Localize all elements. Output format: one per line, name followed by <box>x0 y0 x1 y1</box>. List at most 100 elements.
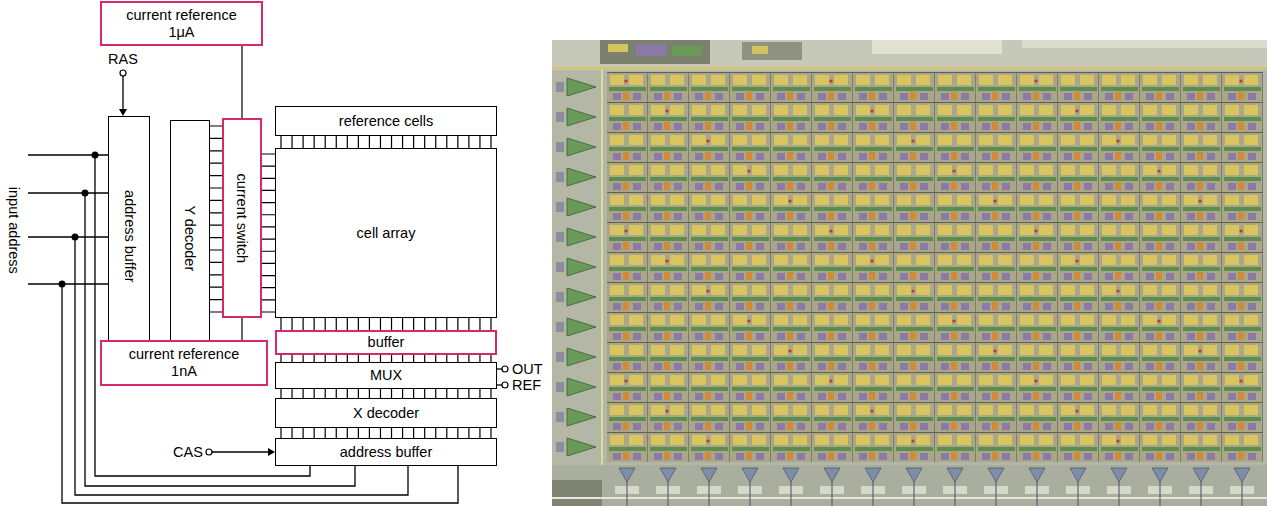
cell-diffusion <box>1125 213 1133 220</box>
memory-cell <box>1181 312 1222 342</box>
cell-metal <box>998 135 1012 145</box>
memory-cell <box>689 432 730 462</box>
cell-metal <box>1020 165 1034 175</box>
cell-poly <box>650 357 687 361</box>
cell-divider <box>975 72 976 102</box>
cell-diffusion <box>1146 273 1154 280</box>
cell-divider <box>729 102 730 132</box>
memory-cell <box>1181 372 1222 402</box>
cell-ground <box>730 72 771 102</box>
cell-metal <box>1225 105 1239 115</box>
cell-contact <box>664 332 670 340</box>
cell-poly <box>1101 177 1138 181</box>
memory-cell <box>853 402 894 432</box>
cell-diffusion <box>1187 333 1195 340</box>
cell-contact <box>1033 272 1039 280</box>
cell-metal <box>998 285 1012 295</box>
cell-poly <box>978 177 1015 181</box>
cell-contact <box>623 332 629 340</box>
cell-metal <box>733 375 747 385</box>
memory-cell <box>1181 162 1222 192</box>
cell-ground <box>1017 192 1058 222</box>
cell-metal <box>815 315 829 325</box>
cell-diffusion <box>1002 423 1010 430</box>
cell-metal <box>651 195 665 205</box>
cell-metal <box>815 405 829 415</box>
cell-ground <box>648 312 689 342</box>
cell-contact <box>870 409 873 412</box>
cell-diffusion <box>613 273 621 280</box>
cell-ground <box>1222 222 1263 252</box>
cell-metal <box>733 105 747 115</box>
cell-poly <box>732 357 769 361</box>
cell-metal <box>1061 165 1075 175</box>
cell-diffusion <box>1084 123 1092 130</box>
cell-metal <box>1143 75 1157 85</box>
cell-diffusion <box>879 243 887 250</box>
memory-cell <box>1222 132 1263 162</box>
cell-poly <box>814 417 851 421</box>
cell-diffusion <box>1043 153 1051 160</box>
cell-metal <box>752 405 766 415</box>
cell-metal <box>711 105 725 115</box>
cell-metal <box>815 285 829 295</box>
cell-poly <box>732 117 769 121</box>
cell-ground <box>853 102 894 132</box>
cell-diffusion <box>879 303 887 310</box>
cell-divider <box>1139 192 1140 222</box>
cell-diffusion <box>920 423 928 430</box>
cell-divider <box>934 162 935 192</box>
cell-ground <box>607 252 648 282</box>
cell-diffusion <box>1166 453 1174 460</box>
cell-divider <box>811 252 812 282</box>
cell-poly <box>773 237 810 241</box>
cell-metal <box>856 255 870 265</box>
cell-divider <box>729 372 730 402</box>
cell-divider <box>1139 72 1140 102</box>
cell-divider <box>893 252 894 282</box>
memory-cell <box>1222 402 1263 432</box>
cell-contact <box>1197 392 1203 400</box>
cell-divider <box>1221 432 1222 462</box>
cell-poly <box>1142 417 1179 421</box>
cell-contact <box>746 272 752 280</box>
cell-metal <box>733 345 747 355</box>
cell-contact <box>869 272 875 280</box>
cell-metal <box>856 285 870 295</box>
cell-divider <box>893 372 894 402</box>
cell-ground <box>1181 402 1222 432</box>
cell-poly <box>691 297 728 301</box>
cell-metal <box>1102 285 1116 295</box>
cell-contact <box>828 152 834 160</box>
cell-ground <box>1017 282 1058 312</box>
memory-cell <box>853 192 894 222</box>
cell-diffusion <box>920 183 928 190</box>
memory-cell <box>853 102 894 132</box>
cell-diffusion <box>695 303 703 310</box>
cell-diffusion <box>736 453 744 460</box>
memory-cell <box>812 402 853 432</box>
cell-diffusion <box>1228 123 1236 130</box>
cell-metal <box>793 225 807 235</box>
power-rail <box>601 70 603 465</box>
cell-metal <box>793 165 807 175</box>
memory-cell <box>1140 252 1181 282</box>
cell-metal <box>856 165 870 175</box>
memory-cell <box>812 222 853 252</box>
cell-divider <box>647 162 648 192</box>
cell-ground <box>1099 432 1140 462</box>
cell-contact <box>1033 452 1039 460</box>
cell-diffusion <box>1002 183 1010 190</box>
cell-ground <box>689 72 730 102</box>
cell-metal <box>752 165 766 175</box>
cell-contact <box>1238 272 1244 280</box>
cell-ground <box>730 222 771 252</box>
memory-cell <box>976 372 1017 402</box>
cell-divider <box>647 72 648 102</box>
cell-poly <box>855 267 892 271</box>
cell-divider <box>852 192 853 222</box>
cell-contact <box>870 109 873 112</box>
cell-contact <box>1238 212 1244 220</box>
cell-divider <box>852 252 853 282</box>
memory-cell <box>607 132 648 162</box>
